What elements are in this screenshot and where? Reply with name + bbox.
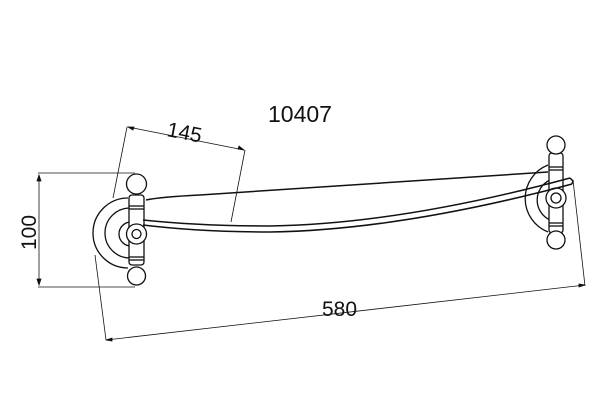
dimension-height <box>36 172 135 288</box>
right-wall-bracket <box>524 135 567 250</box>
shelf <box>142 171 574 233</box>
dimension-bracket-depth-label: 145 <box>165 118 204 147</box>
dimension-length <box>94 179 586 342</box>
left-wall-bracket <box>92 173 148 286</box>
dimension-bracket-depth <box>112 126 246 223</box>
model-number: 10407 <box>268 101 332 127</box>
dimension-height-label: 100 <box>18 215 41 250</box>
dimension-length-label: 580 <box>322 298 357 321</box>
